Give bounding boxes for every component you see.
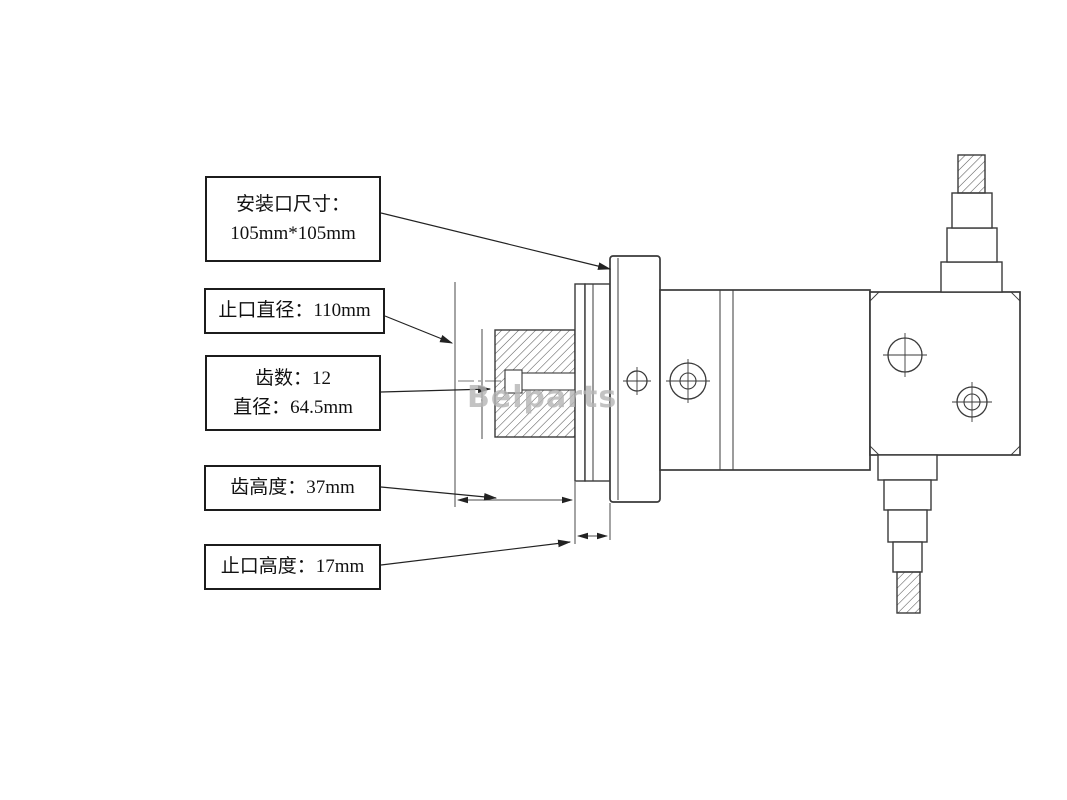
- label-spigot-diameter-text: 止口直径：110mm: [218, 300, 371, 322]
- label-spigot-height-text: 止口高度：17mm: [220, 556, 365, 578]
- watermark-text: Belparts: [467, 380, 617, 415]
- valve-block-ports: [883, 333, 992, 422]
- label-mount-size-line1: 安装口尺寸：: [235, 193, 350, 215]
- leader-lines: [380, 212, 612, 566]
- motor-body: [659, 289, 871, 471]
- label-spigot-height: 止口高度：17mm: [204, 544, 381, 590]
- label-mount-size: 安装口尺寸： 105mm*105mm: [205, 176, 381, 262]
- dimension-lines: [454, 282, 611, 544]
- label-teeth-diameter: 直径：64.5mm: [233, 397, 353, 418]
- top-fitting: [940, 154, 1003, 293]
- flange-bolt-holes: [623, 359, 710, 403]
- spline-shaft: [494, 329, 576, 438]
- label-mount-size-line2: 105mm*105mm: [230, 223, 356, 244]
- label-spigot-diameter: 止口直径：110mm: [204, 288, 385, 334]
- bottom-fitting: [877, 454, 938, 614]
- mounting-flange: [574, 255, 661, 503]
- label-teeth-count: 齿数：12: [254, 367, 331, 389]
- label-teeth: 齿数：12 直径：64.5mm: [205, 355, 381, 431]
- label-tooth-height: 齿高度：37mm: [204, 465, 381, 511]
- valve-block: [869, 291, 1021, 456]
- label-tooth-height-text: 齿高度：37mm: [230, 477, 355, 499]
